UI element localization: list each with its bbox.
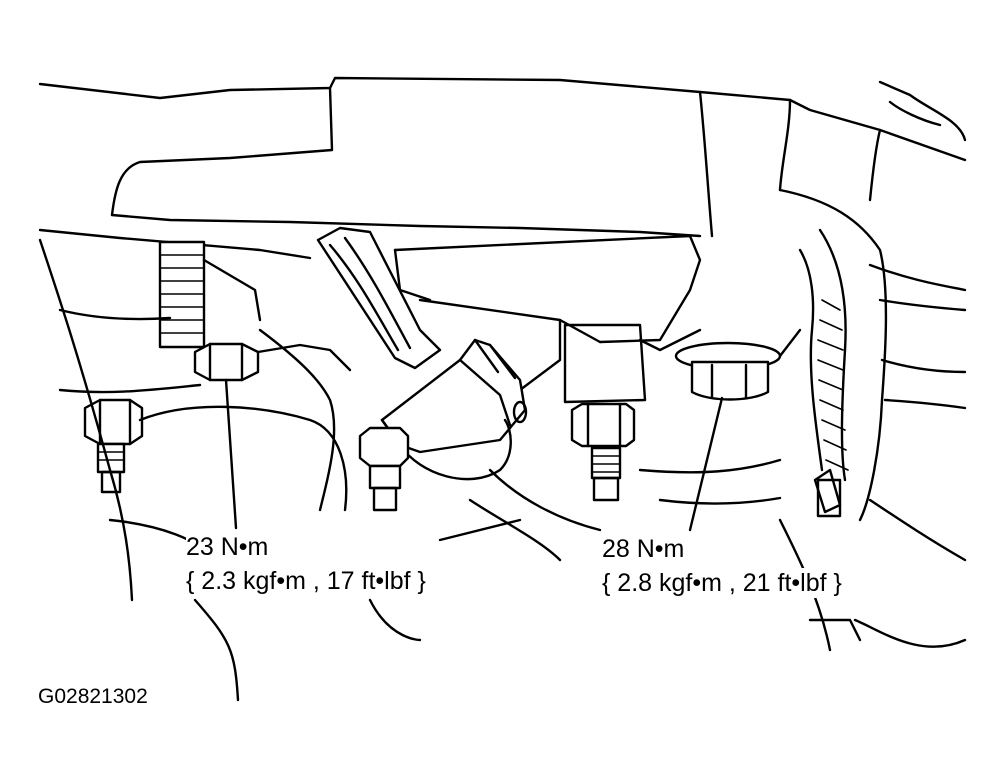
middle-stud-assembly <box>563 323 647 502</box>
sensor-cable <box>316 226 442 370</box>
right-leader-line <box>688 396 724 532</box>
figure-id: G02821302 <box>38 685 148 708</box>
leader-lines <box>224 378 724 532</box>
right-torque-nm-label: 28 N•m <box>602 534 685 564</box>
right-torque-nut <box>674 328 802 401</box>
manifold-contours <box>38 238 967 702</box>
left-torque-nm-label: 23 N•m <box>186 532 269 562</box>
left-leader-line <box>224 378 238 530</box>
left-torque-alt-label: { 2.3 kgf•m , 17 ft•lbf } <box>186 566 426 596</box>
connector-stud <box>358 426 410 512</box>
left-torque-nut <box>193 342 352 382</box>
right-torque-alt-label: { 2.8 kgf•m , 21 ft•lbf } <box>602 568 842 598</box>
left-threaded-stud <box>158 240 262 349</box>
right-hose-assembly <box>778 188 967 562</box>
upper-cover-outline <box>38 76 967 260</box>
